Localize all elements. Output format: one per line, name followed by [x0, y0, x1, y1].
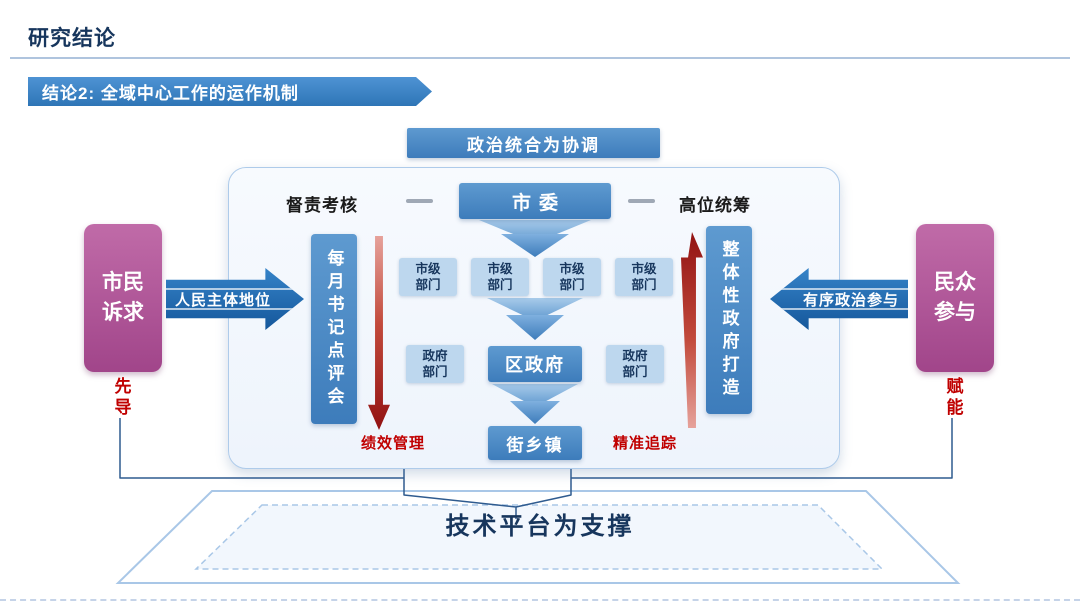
political-coordination-label: 政治统合为协调	[467, 135, 600, 155]
city-dept-box-3: 市级部门	[543, 258, 601, 296]
municipal-committee-box: 市委	[459, 183, 611, 219]
conclusion-banner: 结论2: 全域中心工作的运作机制	[28, 77, 432, 106]
dash-left	[406, 199, 433, 203]
city-dept-box-4: 市级部门	[615, 258, 673, 296]
citizen-demands-label: 市民诉求	[102, 270, 144, 324]
people-principal-status-label: 人民主体地位	[174, 291, 271, 309]
district-government-box: 区政府	[488, 346, 582, 382]
public-participation-box: 民众参与	[916, 224, 994, 372]
gov-dept-label-right: 政府部门	[622, 348, 648, 379]
mechanism-panel: 督责考核 市委 高位统筹 每月书记点评会 绩效管理 市级部门 市级部门 市级部门…	[228, 167, 840, 469]
city-dept-label-3: 市级部门	[559, 261, 585, 292]
political-coordination-box: 政治统合为协调	[407, 128, 660, 158]
bottom-dashed-line	[0, 599, 1080, 601]
township-label: 街乡镇	[506, 435, 564, 455]
performance-management-label: 绩效管理	[361, 435, 426, 452]
gov-dept-box-right: 政府部门	[606, 345, 664, 383]
empowerment-tag: 赋能	[946, 377, 964, 418]
municipal-committee-label: 市委	[511, 192, 566, 214]
precise-tracking-label: 精准追踪	[613, 435, 678, 452]
city-dept-label-2: 市级部门	[487, 261, 513, 292]
orderly-political-participation-label: 有序政治参与	[802, 291, 899, 309]
conclusion-banner-label: 结论2: 全域中心工作的运作机制	[42, 84, 299, 103]
city-dept-box-1: 市级部门	[399, 258, 457, 296]
district-government-label: 区政府	[505, 355, 565, 375]
page-title: 研究结论	[28, 27, 116, 50]
citizen-demands-box: 市民诉求	[84, 224, 162, 372]
platform-shape	[115, 490, 961, 584]
monthly-secretary-meeting-box: 每月书记点评会	[311, 234, 357, 424]
gov-dept-label-left: 政府部门	[422, 348, 448, 379]
pioneer-tag: 先导	[114, 377, 132, 418]
township-box: 街乡镇	[488, 426, 582, 460]
holistic-government-box: 整体性政府打造	[706, 226, 752, 414]
city-dept-box-2: 市级部门	[471, 258, 529, 296]
gov-dept-box-left: 政府部门	[406, 345, 464, 383]
monthly-secretary-meeting-label: 每月书记点评会	[324, 248, 344, 410]
title-divider	[10, 57, 1070, 59]
dash-right	[628, 199, 655, 203]
city-dept-label-1: 市级部门	[415, 261, 441, 292]
high-level-planning-label: 高位统筹	[679, 196, 751, 215]
holistic-government-label: 整体性政府打造	[719, 239, 739, 401]
supervision-assessment-label: 督责考核	[286, 196, 358, 215]
funnel-shapes	[479, 220, 591, 424]
public-participation-label: 民众参与	[934, 270, 976, 324]
city-dept-label-4: 市级部门	[631, 261, 657, 292]
technology-platform-label: 技术平台为支撑	[445, 513, 635, 540]
